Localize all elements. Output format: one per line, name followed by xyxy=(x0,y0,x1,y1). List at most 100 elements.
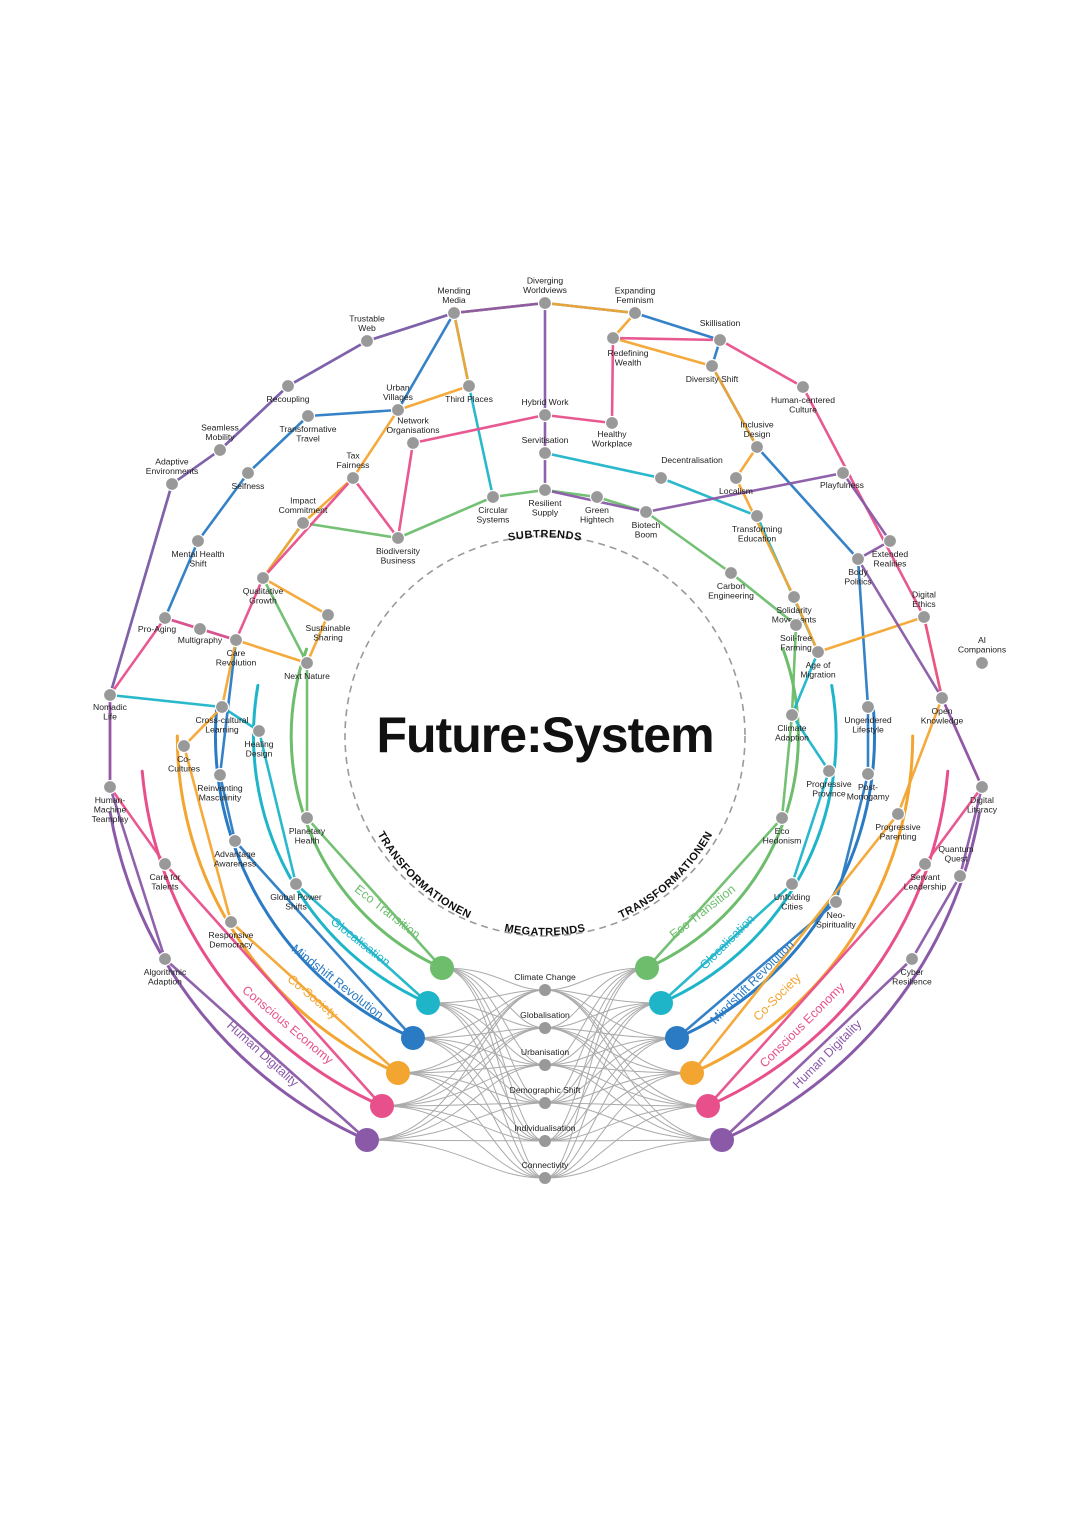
subtrend-node[interactable] xyxy=(255,570,271,586)
subtrend-node[interactable] xyxy=(228,632,244,648)
transformation-node-left[interactable] xyxy=(370,1094,394,1118)
subtrend-node[interactable] xyxy=(835,465,851,481)
megatrend-link xyxy=(366,989,546,1141)
subtrend-node[interactable] xyxy=(786,589,802,605)
megatrend-node[interactable] xyxy=(539,1172,551,1184)
subtrend-node[interactable] xyxy=(904,951,920,967)
subtrend-node[interactable] xyxy=(227,833,243,849)
subtrend-node[interactable] xyxy=(190,533,206,549)
subtrend-node[interactable] xyxy=(537,445,553,461)
subtrend-node[interactable] xyxy=(299,810,315,826)
subtrend-node[interactable] xyxy=(828,894,844,910)
subtrend-node[interactable] xyxy=(704,358,720,374)
transformation-node-left[interactable] xyxy=(386,1061,410,1085)
subtrend-node[interactable] xyxy=(537,407,553,423)
subtrend-node[interactable] xyxy=(882,533,898,549)
subtrend-node[interactable] xyxy=(627,305,643,321)
subtrend-node[interactable] xyxy=(299,655,315,671)
transformation-node-left[interactable] xyxy=(355,1128,379,1152)
subtrend-node[interactable] xyxy=(974,655,990,671)
subtrend-node[interactable] xyxy=(157,856,173,872)
subtrend-node[interactable] xyxy=(390,530,406,546)
subtrend-node[interactable] xyxy=(157,951,173,967)
megatrend-node[interactable] xyxy=(539,1059,551,1071)
subtrend-node[interactable] xyxy=(192,621,208,637)
subtrend-node[interactable] xyxy=(300,408,316,424)
transformation-arc-left xyxy=(140,769,384,1108)
subtrend-node[interactable] xyxy=(917,856,933,872)
subtrend-node[interactable] xyxy=(164,476,180,492)
subtrend-node[interactable] xyxy=(605,330,621,346)
subtrend-node[interactable] xyxy=(749,508,765,524)
subtrend-node[interactable] xyxy=(288,876,304,892)
transformation-node-right[interactable] xyxy=(680,1061,704,1085)
subtrend-node[interactable] xyxy=(223,914,239,930)
subtrend-node[interactable] xyxy=(795,379,811,395)
subtrend-node[interactable] xyxy=(461,378,477,394)
transformation-node-right[interactable] xyxy=(710,1128,734,1152)
subtrend-node[interactable] xyxy=(723,565,739,581)
megatrend-link xyxy=(544,1102,709,1107)
subtrend-node[interactable] xyxy=(212,767,228,783)
subtrend-node[interactable] xyxy=(860,766,876,782)
subtrend-node[interactable] xyxy=(653,470,669,486)
subtrend-node[interactable] xyxy=(251,723,267,739)
subtrend-node[interactable] xyxy=(638,504,654,520)
subtrend-node[interactable] xyxy=(916,609,932,625)
subtrend-node[interactable] xyxy=(102,779,118,795)
subtrend-node[interactable] xyxy=(749,439,765,455)
subtrend-node[interactable] xyxy=(784,707,800,723)
subtrend-node[interactable] xyxy=(589,489,605,505)
subtrend-node[interactable] xyxy=(240,465,256,481)
subtrend-node[interactable] xyxy=(890,806,906,822)
subtrend-node[interactable] xyxy=(784,876,800,892)
megatrend-link xyxy=(544,1064,709,1107)
subtrend-label: Multigraphy xyxy=(178,635,223,645)
transformation-node-right[interactable] xyxy=(696,1094,720,1118)
subtrend-node[interactable] xyxy=(212,442,228,458)
megatrend-link xyxy=(544,1102,723,1141)
subtrend-node[interactable] xyxy=(974,779,990,795)
subtrend-node[interactable] xyxy=(728,470,744,486)
megatrend-node[interactable] xyxy=(539,984,551,996)
megatrend-node[interactable] xyxy=(539,1022,551,1034)
subtrend-node[interactable] xyxy=(821,763,837,779)
megatrend-node[interactable] xyxy=(539,1135,551,1147)
subtrend-node[interactable] xyxy=(860,699,876,715)
subtrend-node[interactable] xyxy=(788,617,804,633)
megatrend-node[interactable] xyxy=(539,1097,551,1109)
subtrend-node[interactable] xyxy=(712,332,728,348)
subtrend-node[interactable] xyxy=(934,690,950,706)
subtrend-node[interactable] xyxy=(537,295,553,311)
subtrend-node[interactable] xyxy=(102,687,118,703)
subtrend-node[interactable] xyxy=(345,470,361,486)
subtrend-node[interactable] xyxy=(320,607,336,623)
subtrend-node[interactable] xyxy=(537,482,553,498)
transformation-node-left[interactable] xyxy=(430,956,454,980)
subtrend-node[interactable] xyxy=(359,333,375,349)
megatrend-link xyxy=(441,967,546,1029)
subtrend-node[interactable] xyxy=(485,489,501,505)
transformation-node-right[interactable] xyxy=(649,991,673,1015)
megatrend-link xyxy=(427,1002,546,1179)
transformation-node-right[interactable] xyxy=(665,1026,689,1050)
subtrend-node[interactable] xyxy=(774,810,790,826)
subtrend-node[interactable] xyxy=(446,305,462,321)
subtrend-node[interactable] xyxy=(952,868,968,884)
subtrend-node[interactable] xyxy=(157,610,173,626)
subtrend-node[interactable] xyxy=(810,644,826,660)
subtrend-node[interactable] xyxy=(405,435,421,451)
transformation-node-right[interactable] xyxy=(635,956,659,980)
subtrend-node[interactable] xyxy=(295,515,311,531)
subtrend-node[interactable] xyxy=(176,738,192,754)
subtrend-node[interactable] xyxy=(850,551,866,567)
subtrend-node[interactable] xyxy=(214,699,230,715)
transformation-node-left[interactable] xyxy=(416,991,440,1015)
subtrend-node[interactable] xyxy=(604,415,620,431)
transformation-node-left[interactable] xyxy=(401,1026,425,1050)
subtrend-node[interactable] xyxy=(390,402,406,418)
subtrend-node[interactable] xyxy=(280,378,296,394)
